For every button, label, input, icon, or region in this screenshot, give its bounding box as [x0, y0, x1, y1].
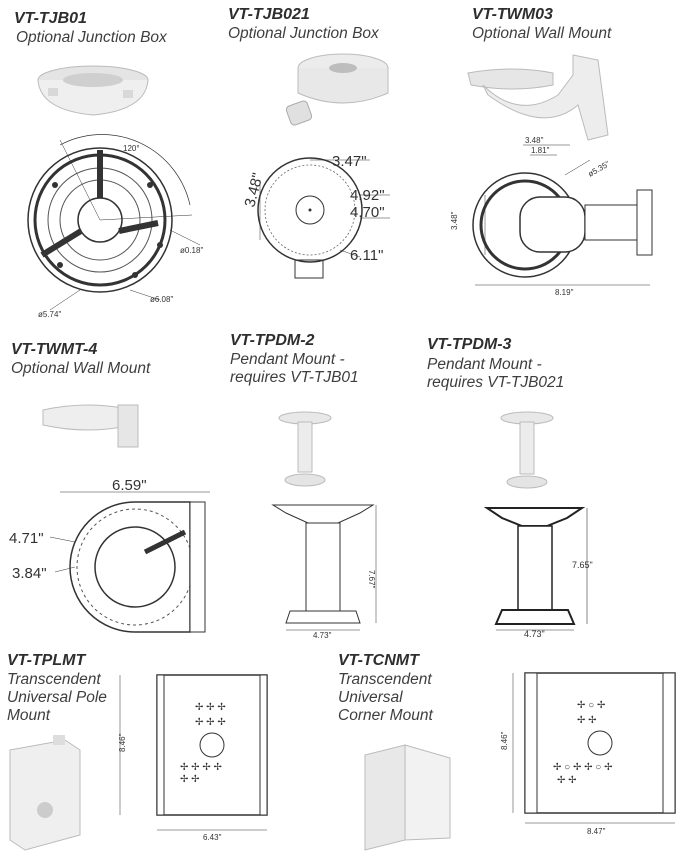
- dim-twmt4-width: 6.59": [112, 477, 147, 494]
- svg-text:✢ ✢ ✢ ✢: ✢ ✢ ✢ ✢: [180, 762, 222, 773]
- dim-tjb01-angle: 120°: [123, 144, 140, 153]
- dim-tplmt-height: 8.46": [118, 733, 127, 752]
- product-desc-tpdm3-line1: Pendant Mount -: [427, 356, 542, 373]
- tpdm3-drawing: 7.65" 4.73": [483, 507, 593, 639]
- tcnmt-product-photo: [364, 744, 451, 851]
- product-desc-tjb021: Optional Junction Box: [228, 25, 379, 42]
- tcnmt-drawing: ✢ ○ ✢ ✢ ✢ ✢ ○ ✢ ✢ ○ ✢ ✢ ✢ 8.46" 8.47": [500, 672, 676, 836]
- product-code-tjb021: VT-TJB021: [228, 6, 310, 23]
- product-desc-tplmt-line1: Transcendent: [7, 671, 101, 688]
- svg-text:✢ ○ ✢ ✢ ○ ✢: ✢ ○ ✢ ✢ ○ ✢: [553, 762, 613, 773]
- twm03-drawing: 3.48" 1.81" ø5.35" 3.48" 8.19": [450, 136, 653, 297]
- product-desc-tplmt-line2: Universal Pole: [7, 689, 107, 706]
- product-code-tplmt: VT-TPLMT: [7, 652, 86, 669]
- dim-tpdm3-height: 7.65": [572, 560, 593, 570]
- product-code-tpdm3: VT-TPDM-3: [427, 336, 512, 353]
- svg-text:✢ ○ ✢: ✢ ○ ✢: [577, 700, 605, 711]
- dim-tjb021-c: 6.11": [350, 247, 383, 264]
- dim-tjb01-outer: ø6.08": [150, 295, 173, 304]
- dim-tplmt-width: 6.43": [203, 833, 222, 842]
- dim-tjb01-hole: ø0.18": [180, 246, 203, 255]
- tjb01-product-photo: [37, 65, 149, 116]
- dim-tjb021-a: 4.92": [350, 187, 385, 204]
- dim-tjb021-width: 3.47": [332, 153, 367, 170]
- tpdm2-product-photo: [278, 411, 332, 487]
- svg-text:✢ ✢ ✢: ✢ ✢ ✢: [195, 702, 226, 713]
- tjb021-product-photo: [285, 53, 389, 126]
- tjb021-drawing: 3.47" 3.48" 4.92" 4.70" 6.11": [241, 153, 390, 279]
- product-code-tcnmt: VT-TCNMT: [338, 652, 419, 669]
- tplmt-product-photo: [9, 735, 81, 851]
- dim-twm03-top: 3.48": [525, 136, 544, 145]
- tplmt-drawing: ✢ ✢ ✢ ✢ ✢ ✢ ✢ ✢ ✢ ✢ ✢ ✢ 8.46" 6.43": [118, 674, 268, 842]
- dim-tjb01-inner: ø5.74": [38, 310, 61, 319]
- dim-tpdm2-height: 7.67": [367, 570, 376, 589]
- dim-tjb021-b: 4.70": [350, 204, 385, 221]
- twm03-product-photo: [467, 54, 609, 141]
- product-desc-tpdm2-line2: requires VT-TJB01: [230, 369, 359, 386]
- tpdm2-drawing: 7.67" 4.73": [271, 504, 377, 640]
- product-desc-tpdm2-line1: Pendant Mount -: [230, 351, 345, 368]
- dim-twmt4-a: 4.71": [9, 530, 44, 547]
- dim-tcnmt-height: 8.46": [500, 731, 509, 750]
- dim-twm03-mid: 1.81": [531, 146, 550, 155]
- svg-text:✢ ✢ ✢: ✢ ✢ ✢: [195, 717, 226, 728]
- product-code-tpdm2: VT-TPDM-2: [230, 332, 315, 349]
- product-desc-tcnmt-line1: Transcendent: [338, 671, 432, 688]
- dim-twm03-height: 3.48": [450, 211, 459, 230]
- dim-tpdm3-width: 4.73": [524, 629, 545, 639]
- product-desc-twm03: Optional Wall Mount: [472, 25, 612, 42]
- dim-tpdm2-width: 4.73": [313, 631, 332, 640]
- twmt4-drawing: 6.59" 4.71" 3.84": [9, 477, 210, 633]
- twmt4-product-photo: [42, 404, 139, 448]
- product-desc-tcnmt-line3: Corner Mount: [338, 707, 433, 724]
- product-code-twmt4: VT-TWMT-4: [11, 341, 98, 358]
- dim-tcnmt-width: 8.47": [587, 827, 606, 836]
- tpdm3-product-photo: [500, 411, 554, 489]
- dim-twmt4-b: 3.84": [12, 565, 47, 582]
- product-desc-tpdm3-line2: requires VT-TJB021: [427, 374, 565, 391]
- product-desc-twmt4: Optional Wall Mount: [11, 360, 151, 377]
- svg-text:✢ ✢: ✢ ✢: [557, 775, 577, 786]
- tjb01-drawing: 120° ø0.18" ø6.08" ø5.74": [27, 134, 203, 319]
- svg-text:✢ ✢: ✢ ✢: [180, 774, 200, 785]
- product-desc-tcnmt-line2: Universal: [338, 689, 403, 706]
- product-code-tjb01: VT-TJB01: [14, 10, 87, 27]
- dim-tjb021-height: 3.48": [241, 171, 266, 209]
- product-code-twm03: VT-TWM03: [472, 6, 553, 23]
- dim-twm03-length: 8.19": [555, 288, 574, 297]
- svg-text:✢ ✢: ✢ ✢: [577, 715, 597, 726]
- product-desc-tplmt-line3: Mount: [7, 707, 51, 724]
- product-desc-tjb01: Optional Junction Box: [16, 29, 167, 46]
- dim-twm03-dia: ø5.35": [587, 159, 612, 179]
